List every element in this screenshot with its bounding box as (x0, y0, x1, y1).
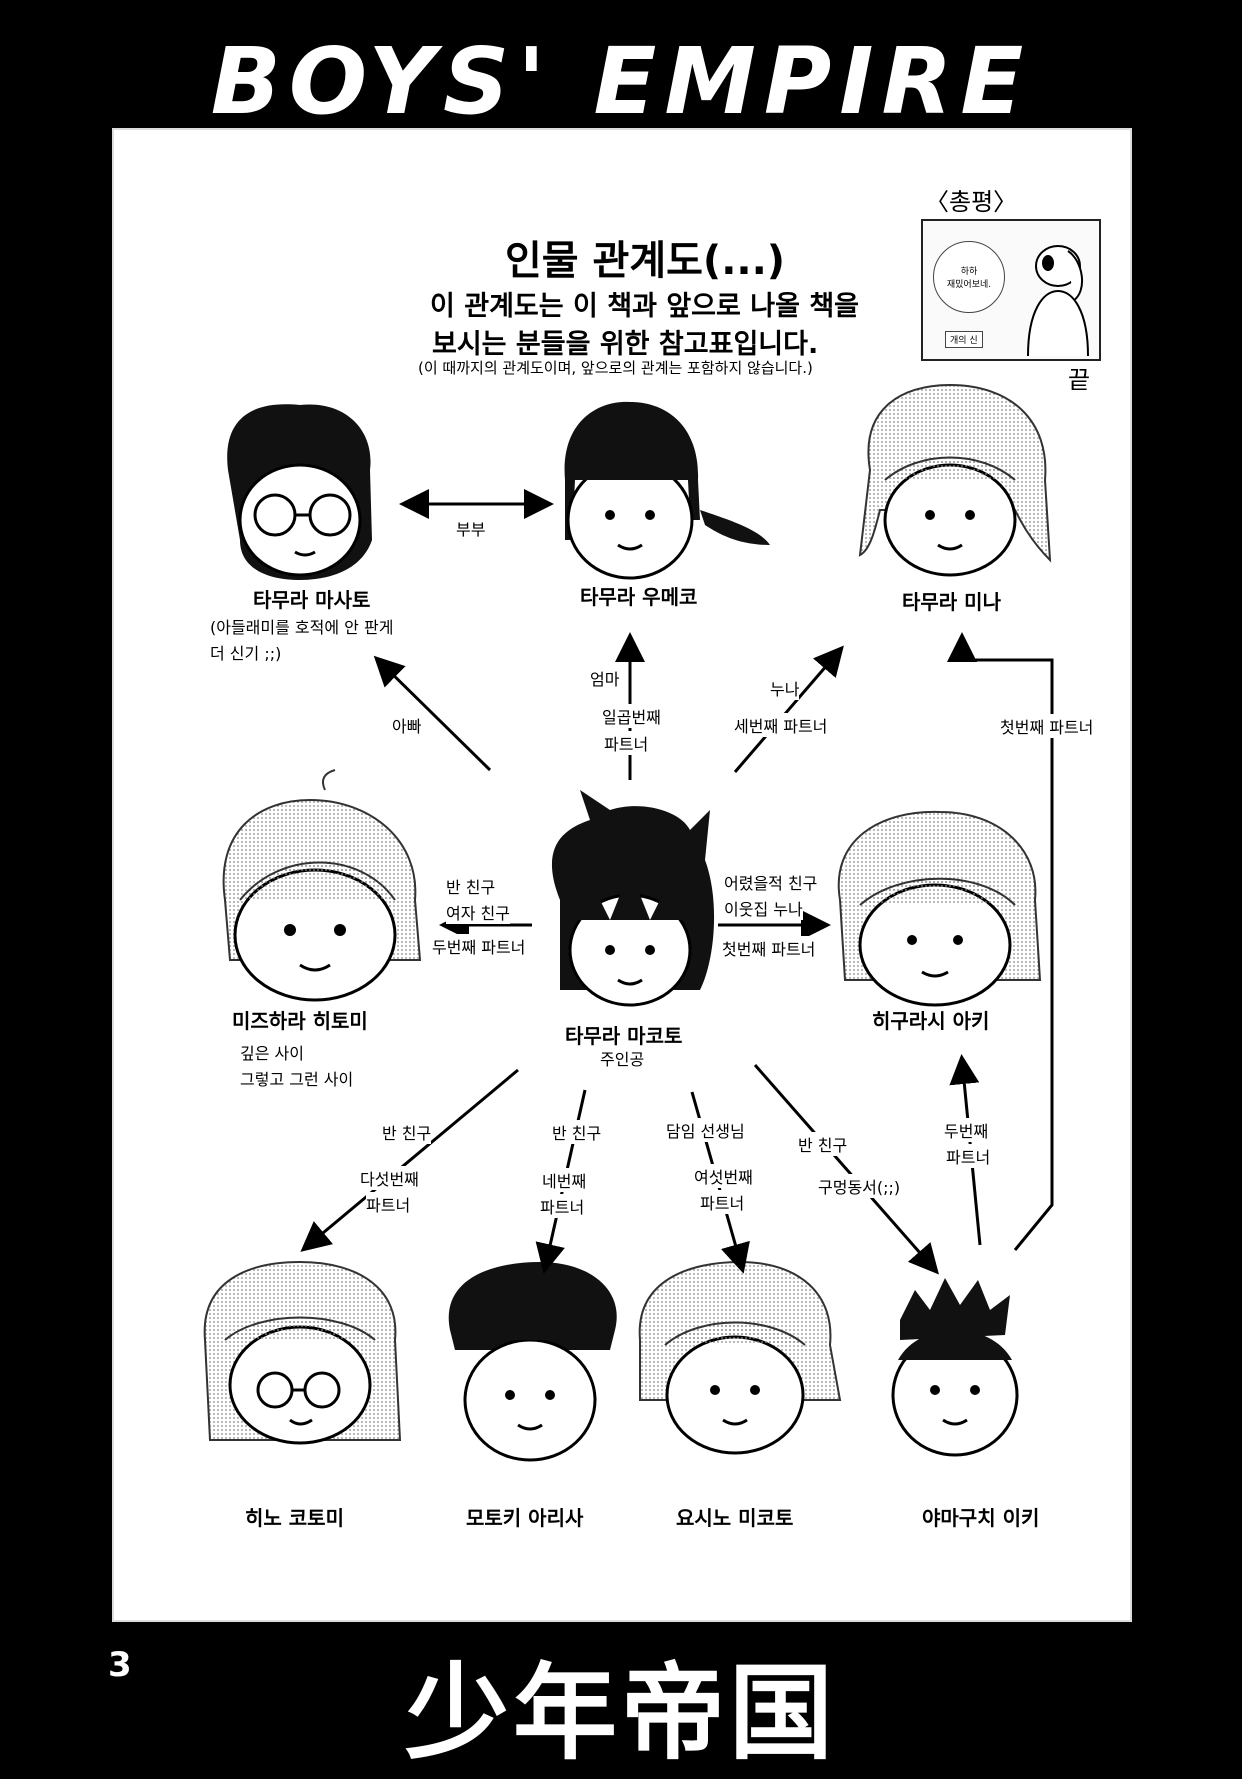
label-fifth: 다섯번째 (360, 1166, 419, 1190)
review-title: 〈총평〉 (925, 188, 1018, 216)
name-kotomi: 히노 코토미 (245, 1506, 344, 1530)
arrow-kotomi (300, 1068, 519, 1252)
label-girlfriend: 여자 친구 (446, 900, 510, 924)
note-makoto: 주인공 (600, 1050, 645, 1069)
arrow-mina (947, 632, 1054, 1251)
name-mikoto: 요시노 미코토 (676, 1506, 794, 1530)
label-seventh: 일곱번째 (602, 704, 661, 728)
label-fourth: 네번째 (542, 1168, 587, 1192)
name-mina: 타무라 미나 (902, 590, 1001, 614)
label-yama-classmate: 반 친구 (798, 1132, 848, 1156)
arrow-sister (733, 645, 844, 773)
label-sixth: 여섯번째 (694, 1164, 753, 1188)
label-buddy: 구멍동서(;;) (818, 1174, 901, 1198)
arrow-father (373, 655, 492, 772)
label-kotomi-classmate: 반 친구 (382, 1120, 432, 1144)
label-seventh-partner: 파트너 (604, 731, 649, 755)
face-mikoto (638, 1260, 842, 1455)
arrow-yamaguchi (753, 1064, 939, 1275)
footer-title: 少年帝国 (404, 1652, 837, 1774)
bubble-line1: 하하 (960, 267, 978, 277)
label-second-partner: 두번째 파트너 (432, 934, 526, 958)
intro-line2: 보시는 분들을 위한 참고표입니다. (432, 329, 819, 360)
relation-arrows (300, 489, 1054, 1275)
label-second: 두번째 (944, 1118, 989, 1142)
review-end: 끝 (1068, 366, 1091, 394)
face-aki (837, 810, 1042, 1007)
diagram-title: 인물 관계도(...) (505, 238, 786, 284)
name-arisa: 모토키 아리사 (466, 1506, 584, 1530)
page-number: 3 (108, 1645, 132, 1685)
name-aki: 히구라시 아키 (872, 1009, 990, 1033)
review-tag: 개의 신 (945, 331, 983, 348)
name-hitomi: 미즈하라 히토미 (232, 1009, 368, 1033)
label-third-partner: 세번째 파트너 (734, 713, 828, 737)
name-umeko: 타무라 우메코 (580, 585, 698, 609)
label-teacher: 담임 선생님 (666, 1118, 745, 1142)
face-hitomi (222, 769, 422, 1002)
label-childhood-friend: 어렸을적 친구 (724, 870, 818, 894)
intro-line1: 이 관계도는 이 책과 앞으로 나올 책을 (430, 291, 859, 322)
face-yamaguchi (891, 1278, 1019, 1457)
label-mina-first-partner: 첫번째 파트너 (1000, 714, 1094, 738)
label-couple: 부부 (456, 516, 486, 540)
label-classmate: 반 친구 (446, 874, 496, 898)
note-hitomi-1: 깊은 사이 (240, 1044, 304, 1063)
label-aki-first-partner: 첫번째 파트너 (722, 936, 816, 960)
face-makoto (551, 790, 715, 1007)
name-yamaguchi: 야마구치 이키 (922, 1506, 1040, 1530)
label-sixth-partner: 파트너 (700, 1190, 745, 1214)
note-masato-1: (아들래미를 호적에 안 판게 (210, 618, 394, 637)
label-second-partner2: 파트너 (946, 1144, 991, 1168)
label-sister: 누나 (770, 676, 800, 700)
name-masato: 타무라 마사토 (253, 588, 371, 612)
bubble-line2: 재밌어보네. (946, 280, 992, 290)
dog-god-icon (1027, 245, 1089, 357)
face-umeko (564, 401, 770, 580)
face-arisa (448, 1262, 617, 1462)
face-mina (858, 383, 1052, 577)
label-father: 아빠 (392, 713, 422, 737)
label-fifth-partner: 파트너 (366, 1192, 411, 1216)
name-makoto: 타무라 마코토 (565, 1024, 683, 1048)
label-fourth-partner: 파트너 (540, 1194, 585, 1218)
note-masato-2: 더 신기 ;;) (210, 644, 282, 663)
label-neighbor-sister: 이웃집 누나 (724, 896, 803, 920)
face-kotomi (203, 1260, 402, 1445)
intro-note: (이 때까지의 관계도이며, 앞으로의 관계는 포함하지 않습니다.) (418, 359, 813, 377)
label-arisa-classmate: 반 친구 (552, 1120, 602, 1144)
note-hitomi-2: 그렇고 그런 사이 (240, 1070, 354, 1089)
label-mother: 엄마 (590, 666, 620, 690)
face-masato (227, 404, 372, 580)
header-title: BOYS' EMPIRE (210, 28, 1032, 135)
